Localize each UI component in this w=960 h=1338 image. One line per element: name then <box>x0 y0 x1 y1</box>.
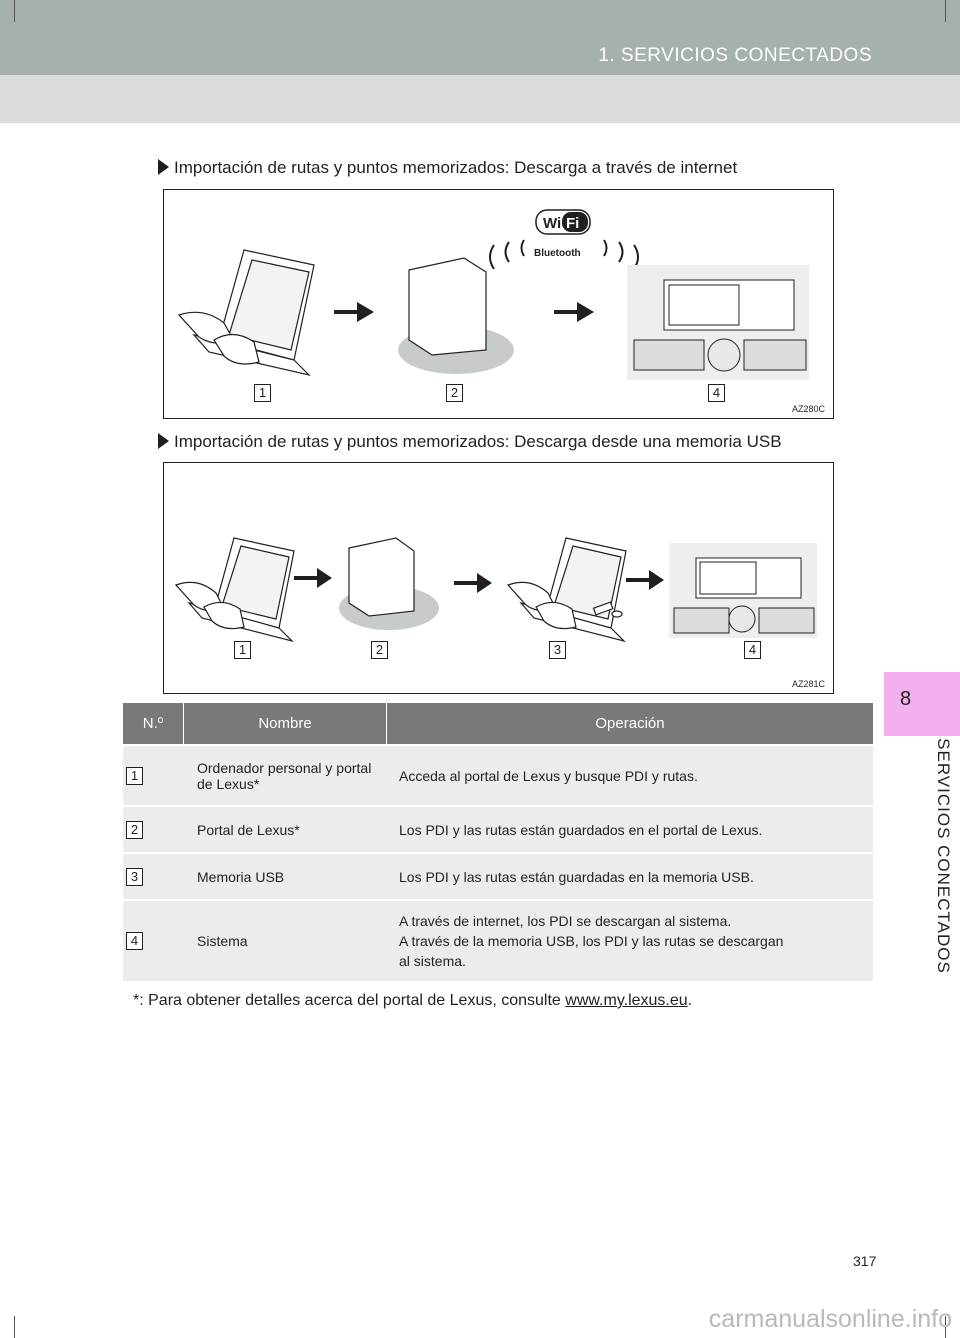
section-heading-internet: Importación de rutas y puntos memorizado… <box>158 158 737 178</box>
laptop-icon <box>174 537 295 643</box>
steps-table: N.º Nombre Operación 1 Ordenador persona… <box>123 703 873 981</box>
chapter-side-text: SERVICIOS CONECTADOS <box>934 738 953 974</box>
figure-code: AZ280C <box>791 404 825 414</box>
table-header: N.º Nombre Operación <box>123 703 873 744</box>
crop-mark <box>14 1316 15 1338</box>
header-operation: Operación <box>595 715 665 732</box>
lexus-portal-link[interactable]: www.my.lexus.eu <box>565 992 688 1009</box>
page-number: 317 <box>853 1253 877 1269</box>
header-name: Nombre <box>184 703 387 744</box>
row-number: 1 <box>126 766 143 785</box>
car-system-icon <box>627 265 809 380</box>
row-name: Ordenador personal y portal de Lexus* <box>197 759 372 792</box>
crop-mark <box>945 0 946 22</box>
arrow-right-icon <box>334 302 374 322</box>
svg-text:Wi: Wi <box>543 215 561 232</box>
row-number: 4 <box>126 932 143 950</box>
header-bar: 1. SERVICIOS CONECTADOS <box>0 0 960 75</box>
crop-mark <box>14 0 15 22</box>
row-number: 3 <box>126 867 143 886</box>
chapter-side-label: SERVICIOS CONECTADOS <box>884 736 960 982</box>
figure-internet-download: Wi Fi Bluetooth 1 2 4 AZ280C <box>163 189 834 419</box>
label-box-1: 1 <box>234 641 251 659</box>
row-name: Sistema <box>197 933 248 949</box>
label-box-4: 4 <box>708 384 725 402</box>
table-row: 1 Ordenador personal y portal de Lexus* … <box>123 744 873 805</box>
footnote: *: Para obtener detalles acerca del port… <box>133 992 693 1009</box>
arrow-right-icon <box>294 568 332 588</box>
figure-code: AZ281C <box>791 679 825 689</box>
label-box-2: 2 <box>371 641 388 659</box>
watermark: carmanualsonline.info <box>708 1305 952 1333</box>
building-icon <box>398 257 514 374</box>
row-operation: Los PDI y las rutas están guardados en e… <box>399 821 763 838</box>
row-operation: A través de internet, los PDI se descarg… <box>399 913 784 969</box>
arrow-right-icon <box>454 573 492 593</box>
wireless-icon: Wi Fi Bluetooth <box>489 209 639 270</box>
figure-internet-illustration: Wi Fi Bluetooth <box>177 209 809 380</box>
figure-usb-download: 1 2 3 4 AZ281C <box>163 462 834 694</box>
car-system-icon <box>669 543 817 638</box>
laptop-icon <box>177 249 315 377</box>
chapter-number: 8 <box>900 688 912 710</box>
arrow-bullet-icon <box>158 159 169 175</box>
building-icon <box>339 537 439 630</box>
section-heading-usb: Importación de rutas y puntos memorizado… <box>158 432 782 452</box>
label-box-3: 3 <box>549 641 566 659</box>
bluetooth-label: Bluetooth <box>534 248 581 259</box>
row-number: 2 <box>126 820 143 839</box>
table-row: 2 Portal de Lexus* Los PDI y las rutas e… <box>123 805 873 852</box>
table-row: 4 Sistema A través de internet, los PDI … <box>123 899 873 981</box>
chapter-tab: 8 <box>884 672 960 736</box>
row-name: Portal de Lexus* <box>197 821 300 838</box>
header-number: N.º <box>123 703 184 744</box>
row-operation: Acceda al portal de Lexus y busque PDI y… <box>399 767 698 784</box>
laptop-usb-icon <box>506 537 627 643</box>
svg-text:Fi: Fi <box>566 215 579 232</box>
crop-mark <box>945 1316 946 1338</box>
label-box-1: 1 <box>254 384 271 402</box>
figure-usb-illustration <box>174 537 817 643</box>
label-box-4: 4 <box>744 641 761 659</box>
arrow-bullet-icon <box>158 433 169 449</box>
row-operation: Los PDI y las rutas están guardadas en l… <box>399 868 754 885</box>
arrow-right-icon <box>554 302 594 322</box>
table-row: 3 Memoria USB Los PDI y las rutas están … <box>123 852 873 899</box>
arrow-right-icon <box>626 570 664 590</box>
row-name: Memoria USB <box>197 868 285 885</box>
label-box-2: 2 <box>446 384 463 402</box>
chapter-title: 1. SERVICIOS CONECTADOS <box>598 45 872 66</box>
